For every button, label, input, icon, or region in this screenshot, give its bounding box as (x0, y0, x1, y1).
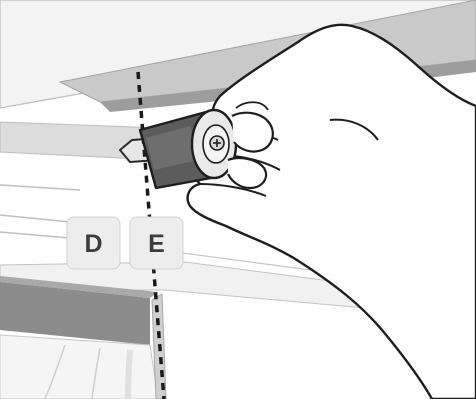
fabric-panel (0, 335, 158, 399)
fabric-fold (128, 350, 130, 399)
label-e: E (130, 217, 183, 269)
label-d: D (67, 217, 120, 269)
label-d-text: D (84, 230, 102, 258)
fingertip (232, 113, 273, 152)
label-e-text: E (148, 230, 165, 258)
